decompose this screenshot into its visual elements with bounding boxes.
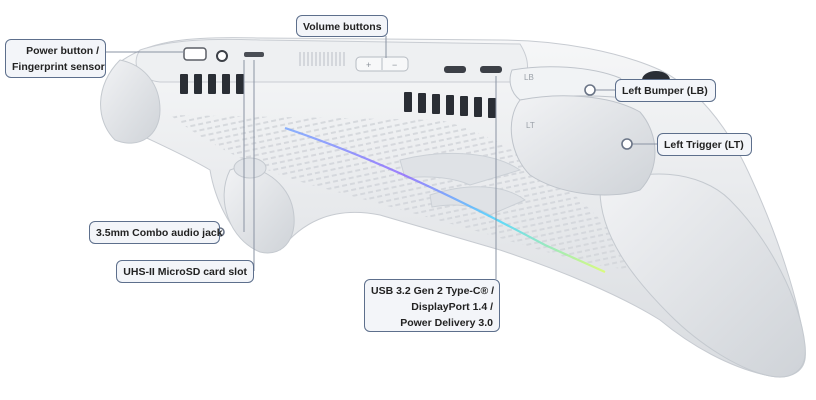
vents-right	[404, 92, 496, 118]
callout-microsd-slot-line-1: UHS-II MicroSD card slot	[123, 266, 247, 278]
left-trigger: LT	[510, 95, 656, 196]
callout-microsd-slot: UHS-II MicroSD card slot	[116, 260, 254, 283]
microsd-slot-shape	[244, 52, 264, 57]
trigger-body-label: LT	[526, 121, 535, 130]
callout-power-button: Power button / Fingerprint sensor	[5, 39, 106, 78]
top-grille	[299, 52, 345, 66]
right-grip	[599, 173, 806, 378]
vents-left	[180, 74, 244, 94]
callout-volume-buttons-line-1: Volume buttons	[303, 21, 382, 33]
callout-left-bumper: Left Bumper (LB)	[615, 79, 716, 102]
usb-c-port-2-shape	[480, 66, 502, 73]
callout-power-button-line-2: Fingerprint sensor	[12, 61, 105, 73]
power-button-shape	[183, 47, 207, 61]
svg-text:−: −	[392, 60, 397, 70]
audio-jack-shape	[216, 50, 228, 62]
top-edge: + −	[135, 38, 528, 83]
left-grip	[100, 59, 295, 254]
callout-left-trigger-line-1: Left Trigger (LT)	[664, 139, 744, 151]
svg-text:+: +	[366, 60, 371, 70]
callout-left-trigger: Left Trigger (LT)	[657, 133, 752, 156]
callout-usb-port-line-2: DisplayPort 1.4 /	[411, 301, 493, 313]
callout-usb-port-line-1: USB 3.2 Gen 2 Type-C® /	[371, 285, 495, 297]
bumper-body-label: LB	[524, 73, 534, 82]
usb-c-port-1-shape	[444, 66, 466, 73]
callout-usb-port-line-3: Power Delivery 3.0	[400, 317, 493, 329]
callout-audio-jack-line-1: 3.5mm Combo audio jack	[96, 227, 223, 239]
leader-lines	[104, 36, 657, 279]
callout-usb-port: USB 3.2 Gen 2 Type-C® / DisplayPort 1.4 …	[364, 279, 500, 332]
left-bumper: LB	[509, 66, 642, 101]
callout-power-button-line-1: Power button /	[26, 45, 99, 57]
callout-left-bumper-line-1: Left Bumper (LB)	[622, 85, 708, 97]
callout-volume-buttons: Volume buttons	[296, 15, 388, 37]
callout-audio-jack: 3.5mm Combo audio jack	[89, 221, 223, 244]
